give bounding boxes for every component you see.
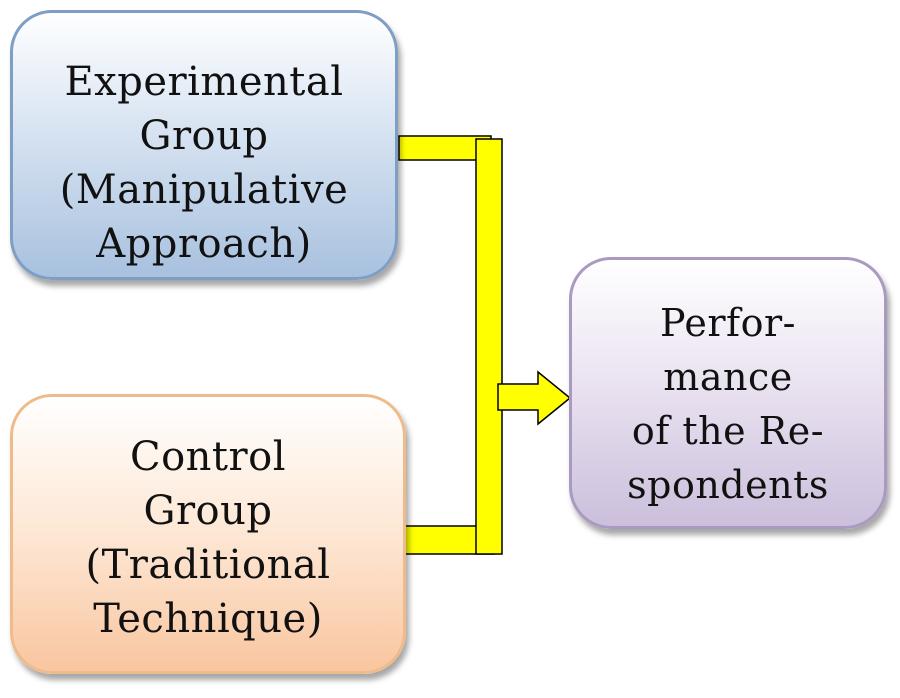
experimental-group-box: Experimental Group (Manipulative Approac… (10, 10, 398, 280)
experimental-line-2: Group (139, 113, 269, 159)
top-connector-arm (398, 135, 492, 161)
performance-line-1: Perfor- (660, 301, 796, 345)
performance-line-2: mance (663, 355, 793, 399)
experimental-line-1: Experimental (64, 59, 344, 105)
control-line-3: (Traditional (85, 542, 331, 588)
vertical-connector-bar (475, 138, 503, 555)
experimental-line-3: (Manipulative (59, 167, 349, 213)
bottom-connector-arm (403, 525, 495, 555)
experimental-line-4: Approach) (96, 221, 312, 267)
control-line-1: Control (129, 434, 287, 480)
control-line-4: Technique) (93, 596, 323, 642)
control-group-box: Control Group (Traditional Technique) (10, 394, 406, 674)
control-line-2: Group (143, 488, 273, 534)
performance-box: Perfor- mance of the Re- spondents (569, 257, 887, 529)
performance-line-3: of the Re- (631, 409, 825, 453)
performance-line-4: spondents (627, 463, 829, 507)
right-arrow-icon (497, 370, 572, 426)
